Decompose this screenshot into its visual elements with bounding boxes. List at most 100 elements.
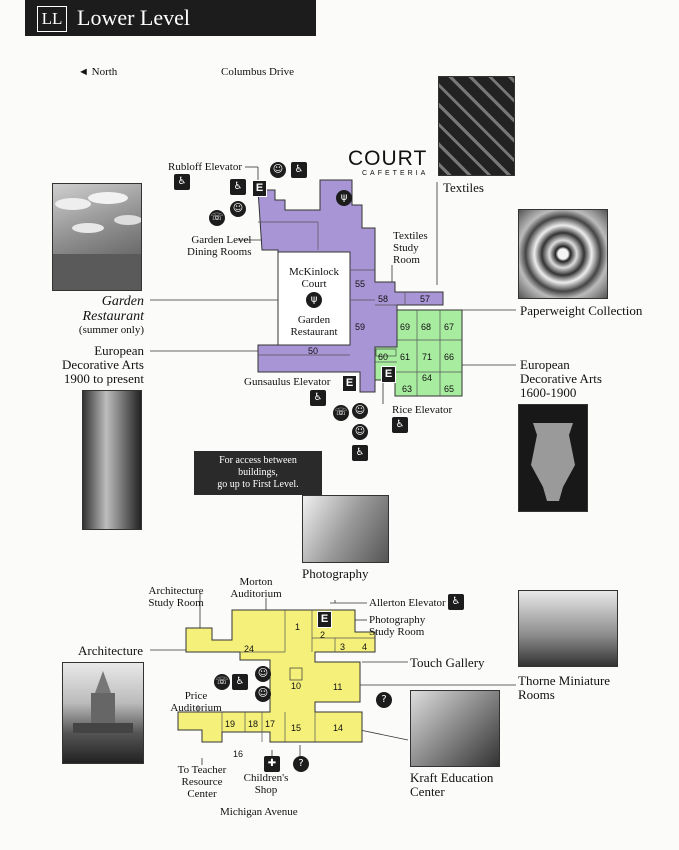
svg-text:60: 60 xyxy=(378,352,388,362)
svg-text:19: 19 xyxy=(225,719,235,729)
street-michigan: Michigan Avenue xyxy=(220,806,298,818)
label-gunsaulus-elevator: Gunsaulus Elevator xyxy=(244,376,331,388)
level-header: LL Lower Level xyxy=(25,0,316,36)
label-architecture: Architecture xyxy=(78,643,143,658)
svg-text:69: 69 xyxy=(400,322,410,332)
svg-text:64: 64 xyxy=(422,373,432,383)
svg-text:63: 63 xyxy=(402,384,412,394)
svg-text:59: 59 xyxy=(355,322,365,332)
wheelchair-icon: ♿ xyxy=(291,162,307,178)
garden-restaurant-photo xyxy=(52,183,142,291)
level-title: Lower Level xyxy=(77,5,190,30)
svg-text:14: 14 xyxy=(333,723,343,733)
information-icon: ? xyxy=(376,692,392,708)
gift-shop-icon: ✚ xyxy=(264,756,280,772)
svg-text:11: 11 xyxy=(333,682,342,692)
architecture-photo xyxy=(62,662,144,764)
cafeteria-word: CAFETERIA xyxy=(362,170,429,177)
wheelchair-icon: ♿ xyxy=(392,417,408,433)
restroom-icon: ☺ xyxy=(255,666,271,682)
lower-building-yellow xyxy=(177,609,376,743)
north-arrow-icon: ◄ xyxy=(78,66,89,78)
label-photography: Photography xyxy=(302,566,369,581)
wheelchair-icon: ♿ xyxy=(448,594,464,610)
svg-text:15: 15 xyxy=(291,723,301,733)
cafeteria-food-icon: ψ xyxy=(336,190,352,206)
restroom-icon: ☺ xyxy=(270,162,286,178)
svg-text:24: 24 xyxy=(244,644,254,654)
rice-elevator-icon: E xyxy=(381,366,396,383)
wheelchair-icon: ♿ xyxy=(230,179,246,195)
wheelchair-icon: ♿ xyxy=(310,390,326,406)
svg-text:10: 10 xyxy=(291,681,301,691)
svg-text:50: 50 xyxy=(308,346,318,356)
access-note: For access between buildings,go up to Fi… xyxy=(194,451,322,495)
label-touch-gallery: Touch Gallery xyxy=(410,655,485,670)
label-garden-restaurant: Garden Restaurant (summer only) xyxy=(78,294,144,336)
svg-text:61: 61 xyxy=(400,352,410,362)
label-rubloff-elevator: Rubloff Elevator xyxy=(168,161,243,173)
svg-text:71: 71 xyxy=(422,352,432,362)
svg-text:17: 17 xyxy=(265,719,275,729)
restaurant-food-icon: ψ xyxy=(306,292,322,308)
wheelchair-icon: ♿ xyxy=(174,174,190,190)
gunsaulus-elevator-icon: E xyxy=(342,375,357,392)
svg-text:18: 18 xyxy=(248,719,258,729)
restroom-icon: ☺ xyxy=(230,201,246,217)
telephone-icon: ☏ xyxy=(333,405,349,421)
eda-1900-photo xyxy=(82,390,142,530)
paperweight-photo xyxy=(518,209,608,299)
photography-photo xyxy=(302,495,389,563)
textiles-photo xyxy=(438,76,515,176)
restroom-icon: ☺ xyxy=(352,424,368,440)
north-indicator: ◄ North xyxy=(78,66,117,78)
eda-1600-vase-photo xyxy=(518,404,588,512)
allerton-elevator-icon: E xyxy=(317,611,332,628)
upper-room-numbers: 55 58 57 59 50 69 68 67 60 61 71 66 64 63 65 xyxy=(308,279,454,394)
court-word: COURT xyxy=(348,147,428,170)
telephone-icon: ☏ xyxy=(209,210,225,226)
street-columbus: Columbus Drive xyxy=(221,66,295,78)
svg-text:68: 68 xyxy=(421,322,431,332)
rubloff-elevator-icon: E xyxy=(252,180,267,197)
svg-text:58: 58 xyxy=(378,294,388,304)
label-textiles: Textiles xyxy=(443,180,484,195)
svg-text:16: 16 xyxy=(233,749,243,759)
north-label: North xyxy=(91,66,118,78)
svg-text:4: 4 xyxy=(362,642,367,652)
level-badge: LL xyxy=(37,6,67,32)
information-icon: ? xyxy=(293,756,309,772)
svg-text:57: 57 xyxy=(420,294,430,304)
label-paperweight-collection: Paperweight Collection xyxy=(520,303,643,318)
restroom-icon: ☺ xyxy=(352,403,368,419)
svg-text:3: 3 xyxy=(340,642,345,652)
svg-text:67: 67 xyxy=(444,322,454,332)
svg-text:55: 55 xyxy=(355,279,365,289)
svg-text:2: 2 xyxy=(320,630,325,640)
court-cafeteria-logo: COURT CAFETERIA xyxy=(348,147,429,178)
restroom-icon: ☺ xyxy=(255,686,271,702)
wheelchair-icon: ♿ xyxy=(232,674,248,690)
label-rice-elevator: Rice Elevator xyxy=(392,404,453,416)
svg-text:66: 66 xyxy=(444,352,454,362)
wheelchair-icon: ♿ xyxy=(352,445,368,461)
label-allerton-elevator: Allerton Elevator xyxy=(369,597,446,609)
svg-text:65: 65 xyxy=(444,384,454,394)
thorne-miniature-photo xyxy=(518,590,618,667)
